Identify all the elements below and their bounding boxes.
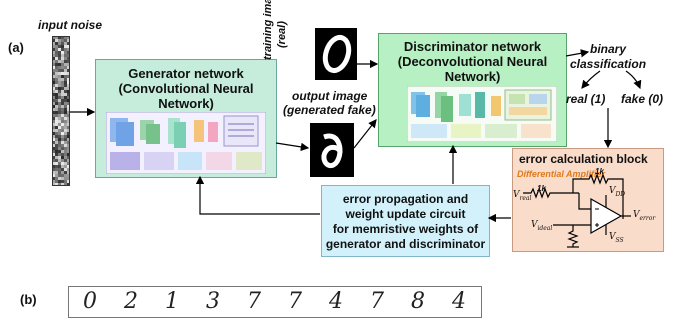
generator-title-line3: Network) bbox=[158, 96, 214, 111]
digit-sample: 7 bbox=[288, 289, 302, 314]
arrow-update-to-generator bbox=[195, 175, 320, 215]
update-circuit-line3: for memristive weights of bbox=[332, 222, 479, 236]
update-circuit-line2: weight update circuit bbox=[345, 207, 466, 221]
digit-sample: 7 bbox=[247, 289, 261, 314]
binary-classification-label-line2: classification bbox=[570, 57, 647, 71]
panel-a-label: (a) bbox=[8, 40, 24, 55]
generator-title-line1: Generator network bbox=[128, 66, 244, 81]
digit-sample: 7 bbox=[370, 289, 384, 314]
arrow-fake-to-discriminator bbox=[353, 119, 377, 149]
output-image-label-line2: (generated fake) bbox=[283, 103, 376, 117]
discriminator-network-box: Discriminator network (Deconvolutional N… bbox=[378, 33, 567, 147]
videal-symbol: V bbox=[531, 220, 538, 230]
vreal-label: Vreal bbox=[513, 190, 531, 202]
digit-sample: 2 bbox=[124, 289, 138, 314]
generated-digits-strip: 0 2 1 3 7 7 4 7 8 4 bbox=[68, 286, 482, 318]
verror-subscript: error bbox=[639, 214, 656, 222]
error-calc-title: error calculation block bbox=[519, 152, 648, 166]
vss-label: VSS bbox=[609, 232, 624, 244]
panel-b-label: (b) bbox=[20, 292, 37, 307]
error-calculation-block: error calculation block Differential Amp… bbox=[512, 148, 664, 252]
resistor-r1-label: 1k bbox=[537, 184, 546, 193]
discriminator-title-line2: (Deconvolutional Neural bbox=[397, 54, 548, 69]
differential-amplifier-circuit bbox=[523, 173, 631, 248]
digit-sample: 4 bbox=[329, 289, 343, 314]
update-circuit-line1: error propagation and bbox=[342, 192, 469, 206]
binary-classification-label-line1: binary bbox=[590, 42, 627, 56]
resistor-r2-label: 1k bbox=[595, 167, 604, 176]
differential-amplifier-label: Differential Amplifier bbox=[517, 169, 606, 179]
arrow-to-fake bbox=[625, 70, 642, 90]
vss-subscript: SS bbox=[615, 236, 624, 244]
arrow-to-real bbox=[581, 70, 601, 89]
videal-subscript: ideal bbox=[537, 224, 553, 232]
update-circuit-line4: generator and discriminator bbox=[325, 237, 486, 251]
real-label: real (1) bbox=[566, 92, 606, 106]
discriminator-architecture-graphic bbox=[407, 86, 557, 142]
output-image-label-line1: output image bbox=[292, 89, 368, 103]
vss-symbol: V bbox=[609, 232, 616, 242]
digit-sample: 4 bbox=[452, 289, 466, 314]
vreal-subscript: real bbox=[519, 194, 532, 202]
vdd-label: VDD bbox=[609, 186, 625, 198]
discriminator-title-line1: Discriminator network bbox=[403, 39, 542, 54]
vdd-symbol: V bbox=[609, 186, 616, 196]
digit-sample: 0 bbox=[83, 289, 97, 314]
input-noise-image bbox=[52, 36, 70, 186]
vdd-subscript: DD bbox=[615, 190, 626, 198]
discriminator-title-line3: Network) bbox=[444, 69, 501, 84]
arrow-discriminator-to-classification bbox=[565, 49, 590, 58]
flow-arrows bbox=[70, 49, 642, 223]
vreal-symbol: V bbox=[513, 190, 520, 200]
weight-update-circuit-box: error propagation and weight update circ… bbox=[321, 185, 490, 257]
digit-sample: 1 bbox=[165, 289, 179, 314]
videal-label: Videal bbox=[531, 220, 552, 232]
generator-architecture-graphic bbox=[106, 112, 266, 174]
generator-network-box: Generator network (Convolutional Neural … bbox=[95, 59, 277, 178]
arrow-generator-to-fake bbox=[275, 142, 310, 152]
input-noise-label: input noise bbox=[38, 18, 102, 32]
digit-sample: 3 bbox=[206, 289, 220, 314]
training-image bbox=[315, 28, 357, 80]
fake-label: fake (0) bbox=[621, 92, 664, 106]
verror-label: Verror bbox=[633, 210, 655, 222]
generator-title-line2: (Convolutional Neural bbox=[118, 81, 254, 96]
generated-image bbox=[310, 123, 354, 177]
digit-sample: 8 bbox=[411, 289, 425, 314]
verror-symbol: V bbox=[633, 210, 640, 220]
